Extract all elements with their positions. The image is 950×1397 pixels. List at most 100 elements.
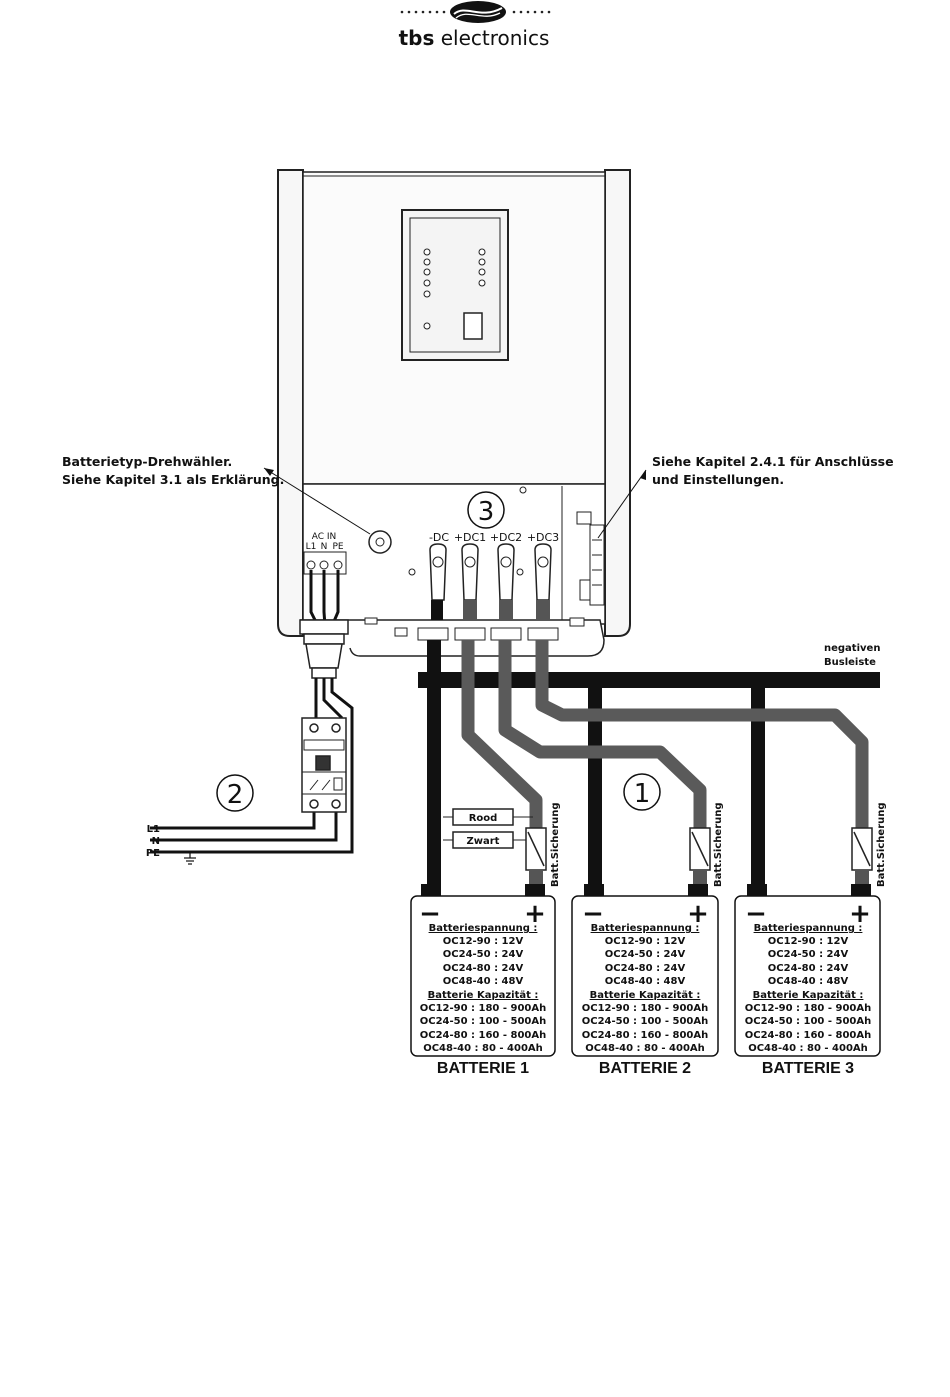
logo-text: tbs electronics	[399, 26, 550, 50]
positive-cables	[461, 640, 869, 828]
display-panel	[401, 209, 509, 361]
marker-1-text: 1	[634, 779, 651, 809]
negative-cables	[427, 640, 765, 888]
ac-input-terminal: AC IN L1 N PE	[303, 532, 347, 575]
battery-3-voltage-row: OC24-80 : 24V	[768, 963, 849, 974]
battery-1-minus-icon: −	[419, 899, 441, 929]
callout-connections-line2: und Einstellungen.	[652, 472, 784, 487]
battery-3-voltage-row: OC12-90 : 12V	[768, 936, 849, 947]
battery-2-minus-icon: −	[582, 899, 604, 929]
battery-fuse-3	[851, 827, 873, 886]
negative-bus-bar	[418, 672, 880, 688]
battery-2-voltage-row: OC24-50 : 24V	[605, 949, 686, 960]
battery-1-capacity-row: OC24-50 : 100 - 500Ah	[420, 1016, 547, 1027]
battery-2-plus-icon: +	[687, 899, 709, 929]
battery-1-capacity-row: OC48-40 : 80 - 400Ah	[423, 1043, 543, 1054]
marker-2: 2	[216, 774, 254, 812]
battery-1-capacity-row: OC12-90 : 180 - 900Ah	[420, 1003, 547, 1014]
battery-3-voltage-row: OC48-40 : 48V	[768, 976, 849, 987]
bus-label-line1: negativen	[824, 643, 880, 654]
battery-3-capacity-row: OC24-50 : 100 - 500Ah	[745, 1016, 872, 1027]
battery-2-voltage-row: OC48-40 : 48V	[605, 976, 686, 987]
callout-selector-line1: Batterietyp-Drehwähler.	[62, 454, 232, 469]
status-leds	[423, 248, 486, 330]
terminal-l1-label: L1	[306, 542, 317, 552]
terminal-dc1-label: +DC1	[454, 531, 486, 544]
battery-3-capacity-title: Batterie Kapazität :	[753, 990, 864, 1001]
dc-terminals: -DC +DC1 +DC2 +DC3	[429, 531, 559, 544]
battery-1-plus-icon: +	[524, 899, 546, 929]
battery-3-plus-icon: +	[849, 899, 871, 929]
battery-3-title: BATTERIE 3	[762, 1060, 854, 1077]
bus-bar-label: negativen Busleiste	[824, 643, 880, 668]
battery-2-capacity-row: OC24-80 : 160 - 800Ah	[582, 1030, 709, 1041]
battery-fuse-1	[525, 827, 547, 886]
ac-cable-gland	[299, 619, 349, 679]
dc3-lug	[534, 543, 552, 620]
mains-n-label: N	[152, 836, 160, 847]
marker-3: 3	[467, 491, 505, 529]
ac-cable-external	[150, 678, 354, 854]
dc1-lug	[461, 543, 479, 620]
battery-3-capacity-row: OC24-80 : 160 - 800Ah	[745, 1030, 872, 1041]
battery-1-voltage-row: OC12-90 : 12V	[443, 936, 524, 947]
battery-3-minus-icon: −	[745, 899, 767, 929]
ac-in-label: AC IN	[312, 532, 337, 542]
battery-1-voltage-row: OC24-80 : 24V	[443, 963, 524, 974]
callout-connections: Siehe Kapitel 2.4.1 für Anschlüsse und E…	[597, 454, 894, 539]
fuse-label-3: Batt.Sicherung	[876, 802, 887, 887]
battery-2-capacity-row: OC48-40 : 80 - 400Ah	[585, 1043, 705, 1054]
battery-3-voltage-row: OC24-50 : 24V	[768, 949, 849, 960]
mains-l1-label: L1	[147, 824, 160, 835]
cable-tag-black: Zwart	[443, 831, 526, 849]
battery-1: − + Batteriespannung : OC12-90 : 12V OC2…	[410, 884, 556, 1057]
battery-3-capacity-row: OC48-40 : 80 - 400Ah	[748, 1043, 868, 1054]
terminal-dc2-label: +DC2	[490, 531, 522, 544]
callout-selector-line2: Siehe Kapitel 3.1 als Erklärung.	[62, 472, 284, 487]
battery-2-voltage-row: OC12-90 : 12V	[605, 936, 686, 947]
cable-tag-red-text: Rood	[469, 813, 498, 824]
battery-2-capacity-row: OC12-90 : 180 - 900Ah	[582, 1003, 709, 1014]
terminal-n-label: N	[321, 542, 328, 552]
battery-fuse-2	[689, 827, 711, 886]
dc2-lug	[497, 543, 515, 620]
marker-1: 1	[623, 773, 661, 811]
logo-dots	[400, 10, 551, 14]
marker-3-text: 3	[478, 497, 495, 527]
battery-1-capacity-row: OC24-80 : 160 - 800Ah	[420, 1030, 547, 1041]
bus-label-line2: Busleiste	[824, 657, 876, 668]
fuse-label-2: Batt.Sicherung	[713, 802, 724, 887]
dc-minus-lug	[429, 543, 447, 620]
battery-2-title: BATTERIE 2	[599, 1060, 691, 1077]
battery-2-capacity-title: Batterie Kapazität :	[590, 990, 701, 1001]
mounting-screws	[408, 486, 527, 576]
callout-selector: Batterietyp-Drehwähler. Siehe Kapitel 3.…	[62, 454, 371, 535]
power-switch[interactable]	[463, 312, 483, 340]
battery-2-voltage-row: OC24-80 : 24V	[605, 963, 686, 974]
terminal-dc3-label: +DC3	[527, 531, 559, 544]
battery-1-voltage-row: OC24-50 : 24V	[443, 949, 524, 960]
earth-ground-icon	[184, 852, 196, 865]
mains-pe-label: PE	[146, 848, 160, 859]
battery-1-voltage-row: OC48-40 : 48V	[443, 976, 524, 987]
battery-1-voltage-title: Batteriespannung :	[429, 923, 538, 934]
rcbo-breaker	[301, 717, 347, 813]
terminal-pe-label: PE	[332, 542, 343, 552]
dc-cable-glands	[364, 617, 585, 641]
cable-tag-black-text: Zwart	[467, 836, 500, 847]
mains-labels: L1 N PE	[146, 824, 160, 859]
battery-2: − + Batteriespannung : OC12-90 : 12V OC2…	[571, 884, 719, 1057]
terminal-dc-minus-label: -DC	[429, 531, 449, 544]
logo-wave-icon	[450, 1, 506, 23]
settings-connector	[576, 511, 605, 606]
battery-3-voltage-title: Batteriespannung :	[754, 923, 863, 934]
callout-connections-line1: Siehe Kapitel 2.4.1 für Anschlüsse	[652, 454, 894, 469]
battery-1-title: BATTERIE 1	[437, 1060, 529, 1077]
fuse-label-1: Batt.Sicherung	[550, 802, 561, 887]
battery-type-selector[interactable]	[368, 530, 392, 554]
brand-logo: tbs electronics	[399, 1, 551, 50]
battery-3-capacity-row: OC12-90 : 180 - 900Ah	[745, 1003, 872, 1014]
cable-tag-red: Rood	[443, 808, 533, 826]
battery-2-capacity-row: OC24-50 : 100 - 500Ah	[582, 1016, 709, 1027]
marker-2-text: 2	[227, 780, 244, 810]
